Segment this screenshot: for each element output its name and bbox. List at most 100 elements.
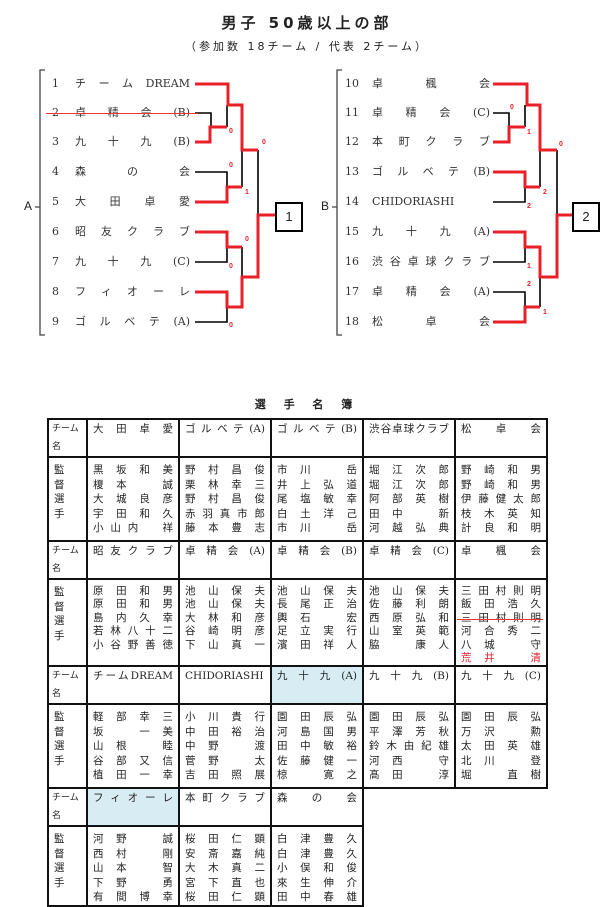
score: 1 (527, 263, 531, 270)
player-name: 西村 剛 (93, 847, 173, 860)
bracket-lines (35, 69, 572, 336)
score: 0 (229, 162, 233, 169)
team-name: 昭友クラブ (75, 225, 190, 238)
team-header: 九十九(A) (270, 665, 364, 706)
page-title: 男子 50歳以上の部 (221, 14, 393, 32)
player-name: 栗林幸三 (185, 478, 265, 491)
manager-name: 小川貴行 (185, 711, 265, 724)
player-name: 榎本 誠 (93, 478, 173, 491)
team-name: チームDREAM (93, 670, 173, 683)
roster-header-row: チーム名フィオーレ本町クラブ森 の 会 (47, 787, 547, 828)
team-header: 森 の 会 (270, 787, 364, 828)
player-name: 下野 勇 (93, 876, 173, 889)
empty-cell (363, 788, 455, 826)
team-header: 渋谷卓球クラブ (362, 418, 456, 458)
team-name: 渋谷卓球クラブ (369, 423, 449, 435)
group-b-label: B (321, 199, 330, 213)
player-name: 野崎和男 (461, 478, 541, 491)
player-name: 平澤芳秋 (369, 725, 449, 738)
team-name: 大田卓愛 (93, 423, 173, 435)
player-name: 若林八十二 (93, 625, 173, 638)
team-header: CHIDORIASHI (178, 665, 272, 706)
player-name: 飯田浩久 (461, 598, 541, 611)
score: 0 (510, 104, 514, 111)
team-name: 本町クラブ (185, 792, 265, 805)
role-labels: 監 督選 手 (47, 456, 88, 542)
bracket-team: 1 チームDREAM (52, 76, 190, 92)
team-name: 卓精会(C) (369, 545, 449, 557)
player-name: 植田一幸 (93, 769, 173, 782)
player-name: 池山保夫 (185, 598, 265, 611)
team-header: 昭友クラブ (86, 540, 180, 580)
player-name: 枝木英知 (461, 507, 541, 520)
player-name: 阿部英樹 (369, 493, 449, 505)
score: 0 (229, 322, 233, 329)
player-name: 河西 守 (369, 754, 449, 767)
team-members: 園田辰弘万沢 勲太田英雄北川 登堀 直樹 (454, 703, 548, 790)
player-name: 計良和明 (461, 522, 541, 534)
player-name: 中野 渡 (185, 740, 265, 753)
team-header: 九十九(B) (362, 665, 456, 706)
team-members: 河野 誠西村 剛山本 智下野 勇有間博幸 (86, 825, 180, 907)
team-number: 1 (52, 77, 59, 90)
player-name: 北川 登 (461, 754, 541, 767)
score: 2 (527, 281, 531, 288)
team-number: 5 (52, 195, 59, 208)
team-members: 軽部幸三坂 一美山根 睦谷部又信植田一幸 (86, 703, 180, 790)
role-labels: 監 督選 手 (47, 825, 88, 907)
representative-box-2: 2 (572, 202, 600, 232)
player-name: 田中 新 (369, 507, 449, 520)
role-labels: 監 督選 手 (47, 703, 88, 790)
team-name: 大 田 卓 愛 (75, 195, 190, 208)
team-name: 九 十 九 (B) (75, 135, 190, 148)
score: 0 (229, 128, 233, 135)
player-name: 谷部又信 (93, 754, 173, 767)
score: 2 (543, 189, 547, 196)
team-name: 九 十 九 (C) (75, 255, 190, 268)
manager-label: 監 督 (54, 711, 75, 738)
player-name: 安斎嘉純 (185, 847, 265, 860)
score: 0 (559, 141, 563, 148)
player-name: 來生伸介 (277, 876, 357, 889)
player-name: 白土洋己 (277, 507, 357, 520)
roster-body-row: 監 督選 手河野 誠西村 剛山本 智下野 勇有間博幸桜田仁顕安斎嘉純大木真二宮下… (47, 825, 547, 907)
player-name: 佐藤健一 (277, 754, 357, 767)
team-name: 卓 楓 会 (372, 77, 490, 90)
team-name: フィオーレ (75, 285, 190, 298)
player-label: 選 手 (54, 740, 75, 767)
manager-label: 監 督 (54, 464, 75, 491)
team-number: 2 (52, 106, 59, 119)
player-name: 河島国男 (277, 725, 357, 738)
team-members: 黒坂和美榎本 誠大城良彦宇田和久小山内 祥 (86, 456, 180, 542)
team-members: 野村昌俊栗林幸三野村昌俊赤羽真市郎藤本豊志 (178, 456, 272, 542)
roster-body-row: 監 督選 手黒坂和美榎本 誠大城良彦宇田和久小山内 祥野村昌俊栗林幸三野村昌俊赤… (47, 456, 548, 542)
roster-header-row: チーム名大田卓愛ゴルベテ(A)ゴルベテ(B)渋谷卓球クラブ松 卓 会 (47, 418, 548, 458)
player-name: 万沢 勲 (461, 725, 541, 738)
player-name: 山根 睦 (93, 740, 173, 753)
player-name: 島内久幸 (93, 611, 173, 624)
team-number: 8 (52, 285, 59, 298)
manager-name: 池山保夫 (185, 585, 265, 597)
team-name: 卓 精 会 (A) (372, 285, 490, 298)
empty-cell (363, 826, 455, 906)
bracket-team: 8 フィオーレ (52, 284, 190, 300)
manager-name: 軽部幸三 (93, 711, 173, 724)
team-members: 池山保夫長尾正治輿石 宏足立実行濱田祥人 (270, 577, 364, 668)
team-members: 池山保夫池山保夫大林和彦谷崎明彦下山真一 (178, 577, 272, 668)
player-name-added: 荒井 清 (461, 652, 541, 665)
team-number: 11 (345, 106, 359, 119)
player-name: 宇田和久 (93, 507, 173, 520)
team-number: 15 (345, 225, 359, 238)
player-label: 選 手 (54, 493, 75, 520)
player-name: 白津豊久 (277, 847, 357, 860)
player-name: 谷崎明彦 (185, 625, 265, 638)
player-name: 大林和彦 (185, 611, 265, 624)
manager-name: 黒坂和美 (93, 464, 173, 476)
team-name: チームDREAM (75, 77, 190, 90)
player-name: 堀 直樹 (461, 769, 541, 782)
player-name: 足立実行 (277, 625, 357, 638)
team-members: 園田辰弘平澤芳秋鈴木由紀雄河西 守髙田 淳 (362, 703, 456, 790)
